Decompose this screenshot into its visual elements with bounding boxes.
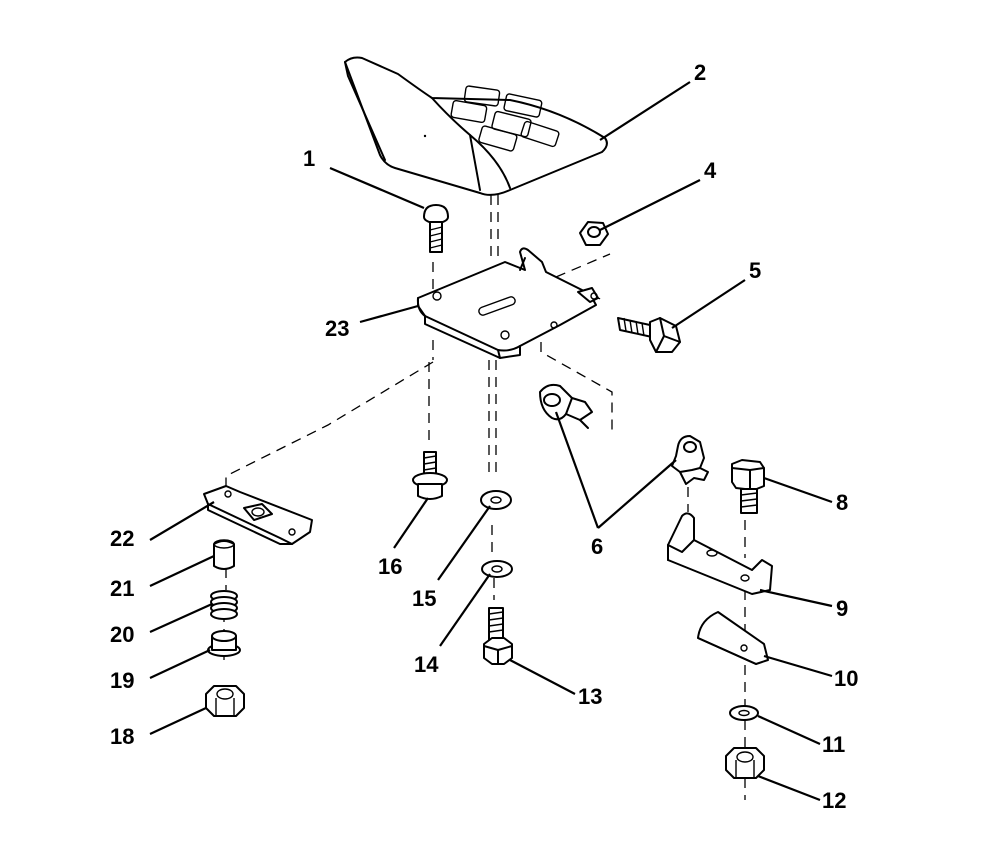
callout-19: 19	[110, 668, 134, 693]
callout-21: 21	[110, 576, 134, 601]
nut-part-4	[579, 221, 609, 246]
callout-6: 6	[591, 534, 603, 559]
callout-4: 4	[704, 158, 717, 183]
bushing-part-19	[207, 630, 241, 657]
hex-bolt-part-8	[731, 459, 765, 514]
hex-bolt-part-5	[617, 317, 681, 353]
nut-part-12	[725, 747, 765, 779]
callout-16: 16	[378, 554, 402, 579]
callout-10: 10	[834, 666, 858, 691]
nut-part-18	[205, 685, 245, 717]
callout-9: 9	[836, 596, 848, 621]
carriage-bolt-part-1	[423, 204, 449, 253]
callout-11: 11	[822, 732, 845, 757]
latch-plate-part-22	[203, 485, 313, 545]
clip-part-6-upper	[539, 383, 593, 429]
callout-14: 14	[414, 652, 439, 677]
callout-2: 2	[694, 60, 706, 85]
shoulder-bolt-part-16	[412, 451, 448, 500]
seat-plate-part-23	[416, 247, 599, 359]
spring-clip-part-10	[697, 611, 769, 665]
callout-8: 8	[836, 490, 848, 515]
washer-part-14	[481, 560, 513, 578]
leader-lines	[149, 81, 833, 802]
bracket-part-9	[667, 512, 773, 595]
seat-ribs	[450, 85, 560, 152]
washer-part-11	[729, 705, 759, 721]
callout-18: 18	[110, 724, 134, 749]
callout-22: 22	[110, 526, 134, 551]
hex-bolt-part-13	[483, 607, 513, 665]
washer-part-15	[480, 490, 512, 510]
callout-5: 5	[749, 258, 761, 283]
callout-1: 1	[303, 146, 315, 171]
pin-part-21	[213, 539, 235, 570]
callout-20: 20	[110, 622, 134, 647]
spring-part-20	[210, 590, 238, 620]
callout-12: 12	[822, 788, 846, 813]
callout-labels: 1 2 4 5 23 6 8 9 10 11 12 13 14 15 16 22…	[110, 60, 858, 813]
callout-15: 15	[412, 586, 436, 611]
callout-13: 13	[578, 684, 602, 709]
seat-part-2	[344, 56, 608, 196]
callout-23: 23	[325, 316, 349, 341]
clip-part-6-lower	[671, 435, 709, 485]
